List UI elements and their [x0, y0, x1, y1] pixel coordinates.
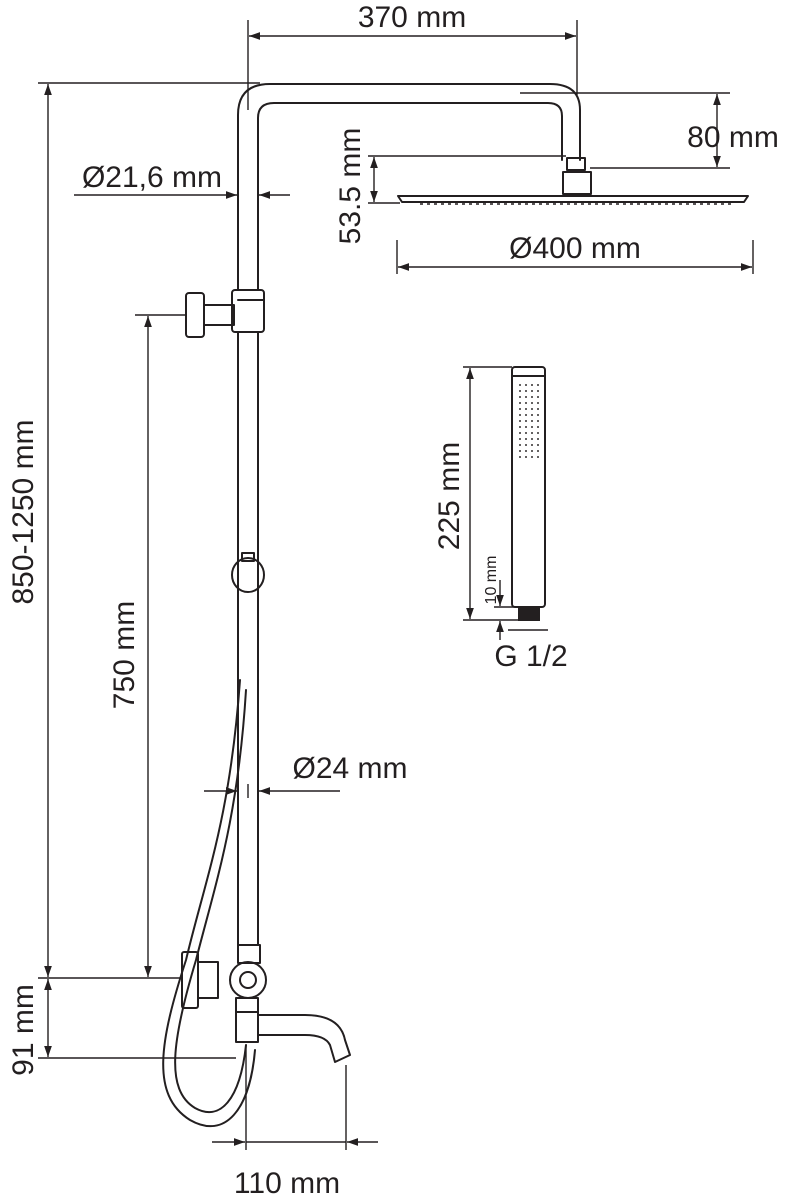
- rain-shower-head: [397, 195, 749, 203]
- head-diameter-label: Ø400 mm: [509, 232, 641, 265]
- head-height-label: 53.5 mm: [334, 128, 367, 245]
- arm-drop-label: 80 mm: [687, 121, 779, 154]
- pipe-diameter-lower-label: Ø24 mm: [292, 752, 407, 785]
- diverter-knob-upper: [185, 289, 265, 338]
- shower-hose: [162, 679, 256, 1127]
- head-connector: [562, 171, 592, 195]
- arm-length-label: 370 mm: [358, 1, 466, 34]
- spout-length-label: 110 mm: [234, 1167, 340, 1200]
- hand-shower-length-label: 225 mm: [433, 442, 466, 550]
- pipe-diameter-upper-label: Ø21,6 mm: [82, 161, 222, 194]
- mixer-height-label: 91 mm: [7, 984, 40, 1076]
- hand-shower-nozzles: [519, 384, 539, 462]
- bath-mixer: [181, 944, 351, 1063]
- shower-hose-inner: [174, 689, 247, 1114]
- riser-arm-pipe: [237, 83, 581, 291]
- hand-shower-thread: [518, 607, 540, 621]
- shower-column: [162, 83, 749, 1127]
- slide-height-label: 750 mm: [108, 601, 141, 709]
- hand-shower-thread-label: G 1/2: [494, 640, 567, 673]
- riser-arm-pipe-inner: [257, 102, 563, 291]
- hand-shower: [511, 366, 546, 621]
- dimension-lines: [38, 20, 754, 1150]
- slide-bracket: [231, 552, 265, 593]
- arm-connector: [566, 157, 586, 171]
- total-height-label: 850-1250 mm: [7, 419, 40, 604]
- hand-shower-thread-length-label: 10 mm: [483, 556, 500, 605]
